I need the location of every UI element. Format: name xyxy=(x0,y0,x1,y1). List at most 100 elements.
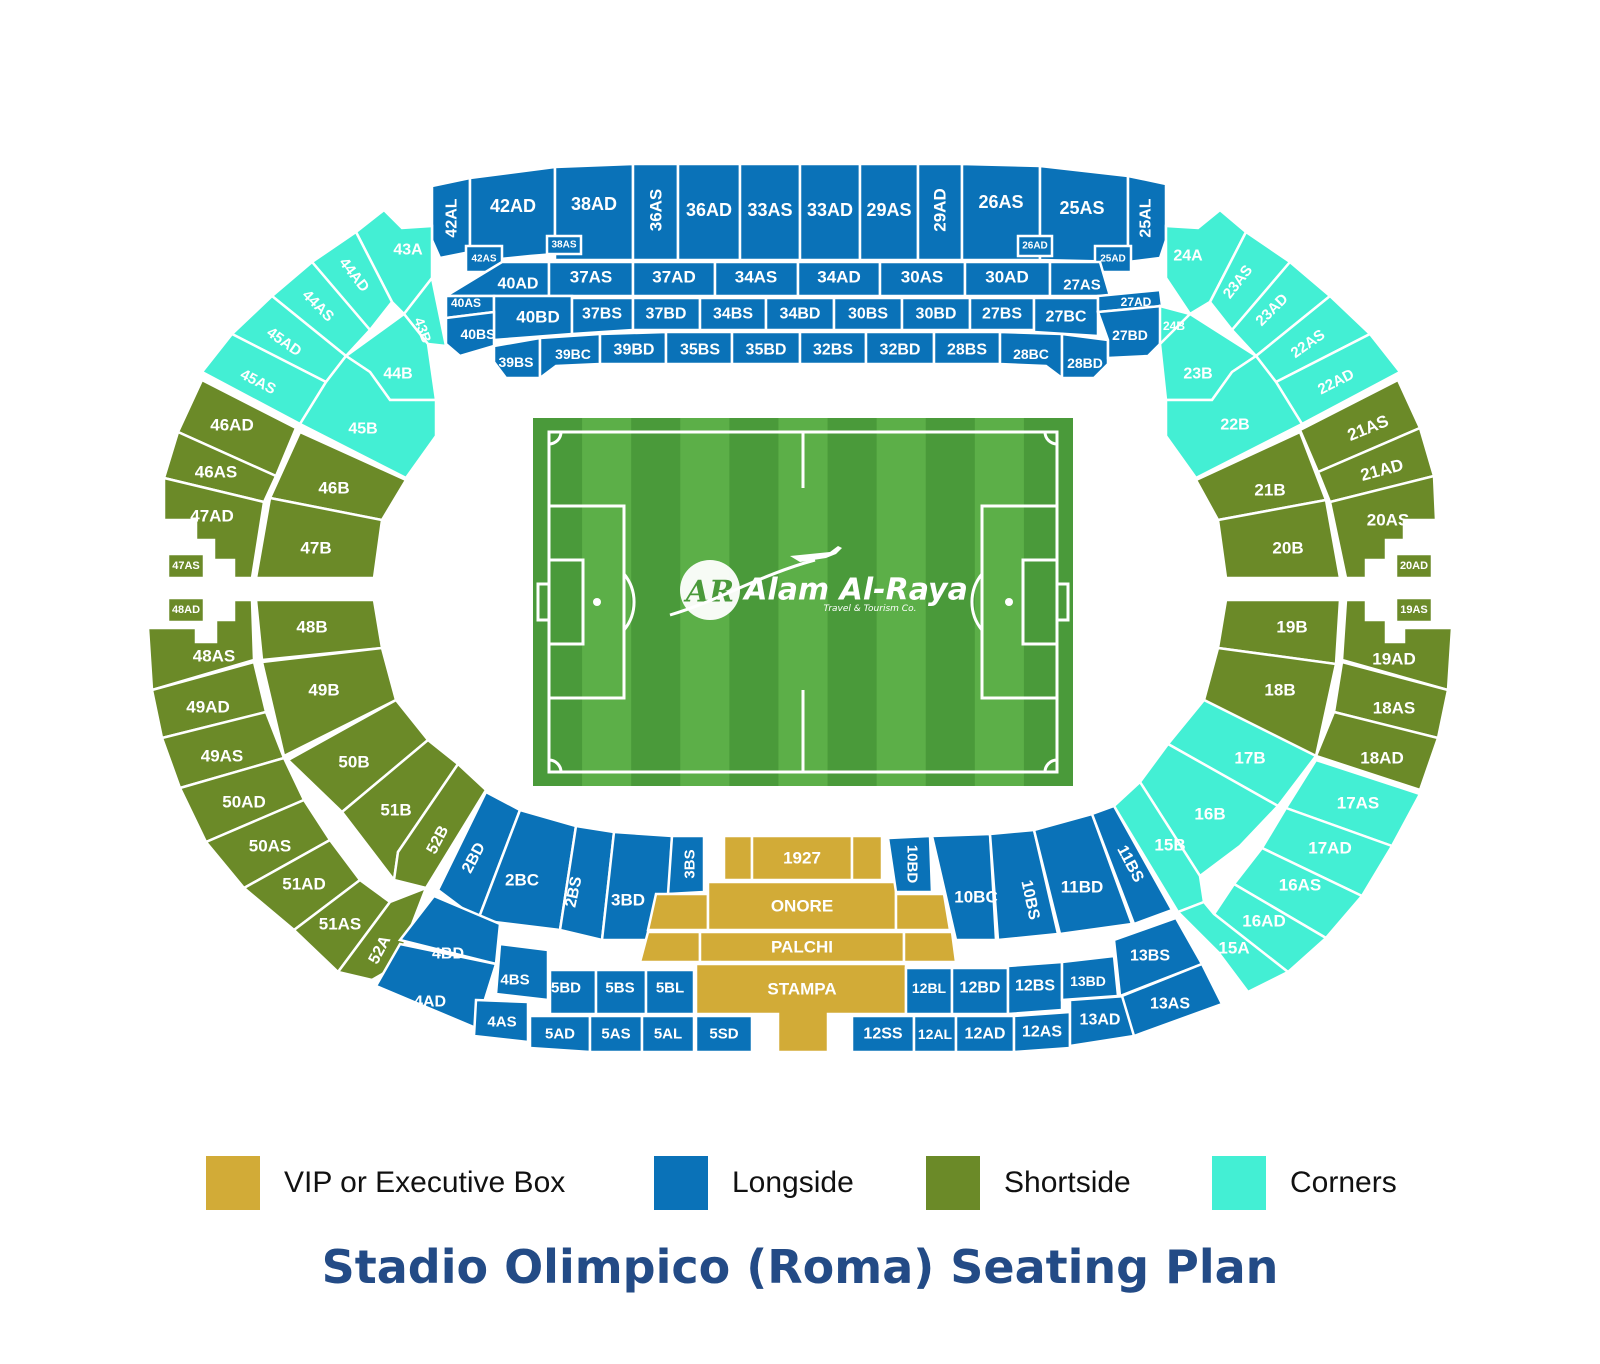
section-12as[interactable] xyxy=(1012,1010,1072,1054)
section-4bs[interactable] xyxy=(494,942,550,1002)
section-10bs[interactable] xyxy=(988,828,1060,942)
section-label: 28BS xyxy=(947,342,987,359)
section-38as[interactable] xyxy=(545,234,583,256)
section-label: 27AS xyxy=(1063,277,1101,294)
section-25ad[interactable] xyxy=(1093,244,1133,274)
section-label: 45B xyxy=(348,421,377,438)
vip-block-c[interactable] xyxy=(646,892,710,932)
logo-tagline: Travel & Tourism Co. xyxy=(824,604,917,614)
section-label: 5AS xyxy=(601,1026,630,1043)
section-label: 25AL xyxy=(1138,198,1155,237)
section-48as[interactable] xyxy=(146,598,256,692)
section-label: 28BD xyxy=(1067,355,1103,371)
section-label: 49AD xyxy=(186,698,229,717)
section-label: 22B xyxy=(1220,417,1249,434)
section-4ad[interactable] xyxy=(374,942,498,1030)
section-22b[interactable] xyxy=(1164,354,1304,480)
section-label: 30BS xyxy=(848,306,888,323)
section-15a[interactable] xyxy=(1175,900,1291,994)
section-label: 40BS xyxy=(460,326,495,342)
section-47ad[interactable] xyxy=(162,476,266,580)
vip-block-a[interactable] xyxy=(722,834,754,882)
section-label: 48B xyxy=(296,618,327,637)
section-15b[interactable] xyxy=(1112,780,1206,914)
section-label: 3BS xyxy=(682,849,699,878)
section-label: 33AS xyxy=(747,200,792,220)
section-11bs[interactable] xyxy=(1090,804,1174,926)
section-12bs[interactable] xyxy=(1006,960,1064,1016)
section-label: 4BS xyxy=(500,972,529,989)
section-label: 12BD xyxy=(960,980,1001,997)
legend-item-corners: Corners xyxy=(1212,1155,1397,1211)
section-label: 38AD xyxy=(571,194,617,214)
section-26ad[interactable] xyxy=(1016,234,1054,258)
section-5sd[interactable] xyxy=(694,1014,754,1054)
legend-label: VIP or Executive Box xyxy=(284,1166,566,1199)
vip-block-b[interactable] xyxy=(850,834,884,882)
section-20as[interactable] xyxy=(1328,474,1438,580)
southeast-corner xyxy=(1112,698,1422,994)
section-label: 1927 xyxy=(783,849,821,868)
section-18ad[interactable] xyxy=(1314,710,1440,792)
section-20b[interactable] xyxy=(1216,498,1342,580)
section-label: 11BD xyxy=(1061,878,1104,897)
section-label: 39BD xyxy=(614,342,655,359)
section-3bs[interactable] xyxy=(666,834,706,896)
section-11bd[interactable] xyxy=(1032,812,1134,936)
section-48ad[interactable] xyxy=(166,596,206,624)
section-10bd[interactable] xyxy=(886,834,934,894)
section-label: 26AS xyxy=(978,192,1023,212)
section-5al[interactable] xyxy=(640,1014,696,1054)
section-4as[interactable] xyxy=(472,998,530,1044)
section-45b[interactable] xyxy=(298,354,438,480)
section-label: 12AS xyxy=(1022,1024,1062,1041)
section-label: 51AD xyxy=(282,875,325,894)
section-39bs[interactable] xyxy=(492,336,542,380)
section-label: 37AS xyxy=(570,268,613,287)
east-stand xyxy=(1194,378,1454,792)
section-28bd[interactable] xyxy=(1060,332,1110,380)
vip-block-d[interactable] xyxy=(894,892,952,932)
section-16b[interactable] xyxy=(1138,742,1281,878)
section-label: 37BS xyxy=(582,306,622,323)
legend-swatch-corners xyxy=(1212,1156,1266,1210)
section-13as[interactable] xyxy=(1120,962,1224,1038)
section-39bc[interactable] xyxy=(538,332,602,381)
section-label: 43A xyxy=(393,242,423,259)
section-label: 13AS xyxy=(1150,996,1190,1013)
section-28bc[interactable] xyxy=(998,330,1064,381)
section-40bs[interactable] xyxy=(444,310,496,358)
airplane-icon xyxy=(790,546,842,562)
penalty-spot-left xyxy=(593,598,601,606)
swoosh-icon xyxy=(669,558,816,617)
south-vip-stand xyxy=(638,834,958,1054)
pitch xyxy=(533,418,1073,786)
section-label: 16AD xyxy=(1242,912,1285,931)
section-label: 34AS xyxy=(735,268,778,287)
section-43a[interactable] xyxy=(354,208,434,316)
section-47as[interactable] xyxy=(166,552,206,580)
stadium-seating-map: AR Alam Al-Raya Travel & Tourism Co. xyxy=(146,162,1454,1054)
section-label: 4AS xyxy=(487,1014,516,1031)
section-4bd[interactable] xyxy=(397,894,502,966)
section-label: 34BD xyxy=(780,306,821,323)
section-19as[interactable] xyxy=(1394,596,1434,624)
section-20ad[interactable] xyxy=(1394,552,1434,580)
section-label: 39BS xyxy=(498,354,533,370)
section-label: 25AD xyxy=(1100,254,1126,265)
section-47b[interactable] xyxy=(254,496,384,580)
vip-block-e[interactable] xyxy=(638,930,702,964)
vip-block-f[interactable] xyxy=(902,930,958,964)
section-27bc[interactable] xyxy=(1032,296,1100,338)
section-52b[interactable] xyxy=(392,762,488,890)
northeast-corner xyxy=(1158,208,1402,480)
section-5bl[interactable] xyxy=(644,968,696,1016)
section-label: 13BD xyxy=(1070,973,1106,989)
section-label: 16B xyxy=(1194,805,1225,824)
section-label: 18AD xyxy=(1360,749,1403,768)
logo-monogram: AR xyxy=(683,575,734,610)
section-label: 34BS xyxy=(713,306,753,323)
section-label: 2BC xyxy=(505,871,539,890)
section-10bc[interactable] xyxy=(930,832,998,942)
section-label: 27BS xyxy=(982,306,1022,323)
